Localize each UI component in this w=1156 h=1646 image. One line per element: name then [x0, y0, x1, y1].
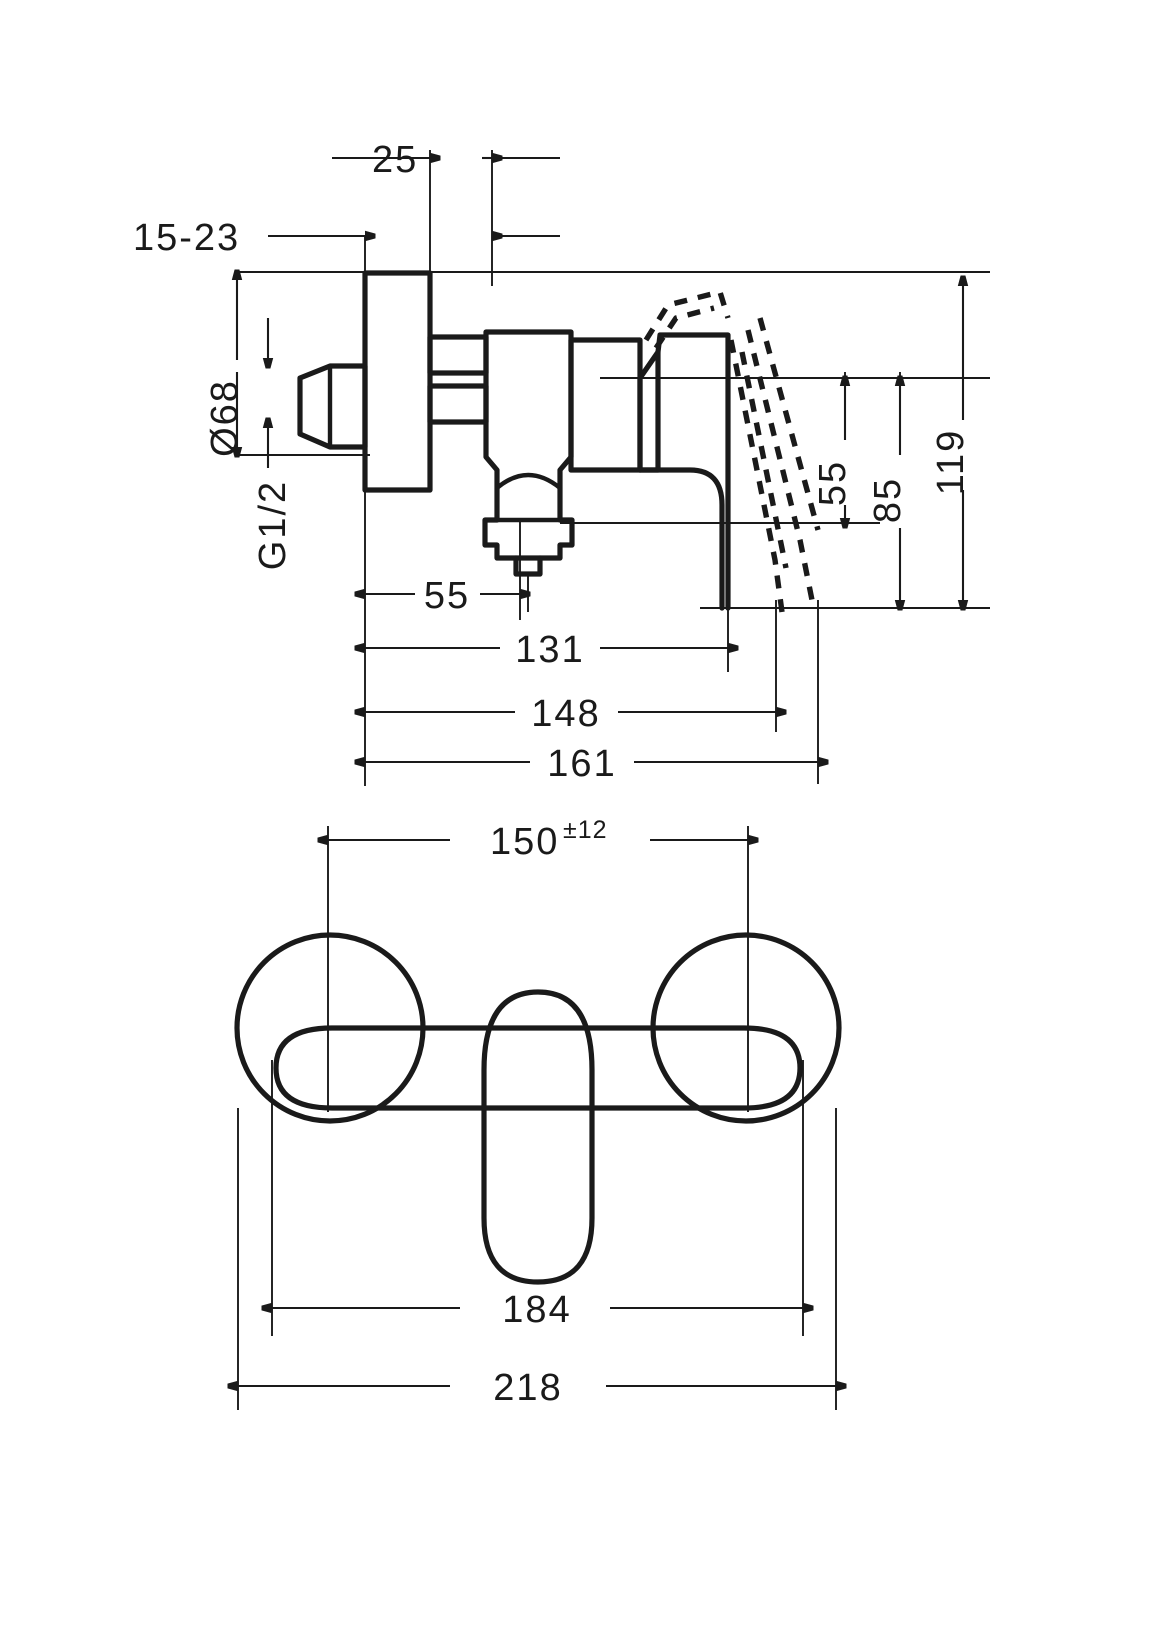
dimension-131-label: 131 — [515, 629, 584, 671]
dimension-25: 25 — [332, 139, 560, 236]
mixer-body-front — [273, 1025, 803, 1111]
dimension-55-vertical: 55 — [812, 386, 854, 518]
dimension-218-label: 218 — [493, 1367, 562, 1409]
dimension-150-pm-12: 150 ±12 — [328, 816, 748, 863]
dimension-55-horizontal: 55 — [365, 575, 520, 617]
dimension-55-vertical-label: 55 — [812, 460, 854, 506]
lever-handle-front — [481, 989, 595, 1285]
dimension-15-23-label: 15-23 — [133, 217, 240, 259]
dimension-25-label: 25 — [372, 139, 418, 181]
side-view: 25 15-23 Ø68 G1/2 — [133, 139, 990, 786]
dimension-85-vertical-label: 85 — [867, 477, 909, 523]
dimension-218: 218 — [238, 1367, 836, 1409]
front-view-extension-lines — [237, 826, 837, 1410]
dimension-148-label: 148 — [531, 693, 600, 735]
lever-alternate-positions-icon — [643, 289, 821, 613]
dimension-diameter-68-label: Ø68 — [204, 379, 246, 457]
dimension-15-23: 15-23 — [133, 217, 365, 259]
dimension-148: 148 — [365, 693, 776, 735]
dimension-184-label: 184 — [502, 1289, 571, 1331]
union-sleeve — [427, 334, 489, 425]
dimension-161: 161 — [365, 743, 818, 785]
dimension-184: 184 — [272, 1289, 803, 1331]
dimension-131: 131 — [365, 629, 728, 671]
front-view: 150 ±12 184 218 — [237, 816, 839, 1410]
lever-handle — [637, 332, 731, 611]
dimension-55-horizontal-label: 55 — [424, 575, 470, 617]
label-g12-thread-text: G1/2 — [252, 480, 294, 570]
valve-body — [482, 329, 575, 612]
dimension-119-vertical: 119 — [860, 286, 990, 608]
dimension-119-vertical-label: 119 — [930, 429, 972, 496]
mixer-housing — [568, 337, 643, 473]
dimension-150-label: 150 — [490, 821, 559, 863]
inlet-nipple — [297, 363, 368, 450]
escutcheon-plate — [362, 270, 433, 493]
label-g12-thread: G1/2 — [252, 480, 294, 570]
dimension-85-vertical: 85 — [867, 386, 909, 600]
dimension-diameter-68: Ø68 — [204, 280, 246, 457]
side-view-extension-lines — [237, 150, 990, 786]
dimension-150-tolerance-label: ±12 — [563, 816, 608, 844]
dimension-161-label: 161 — [547, 743, 616, 785]
